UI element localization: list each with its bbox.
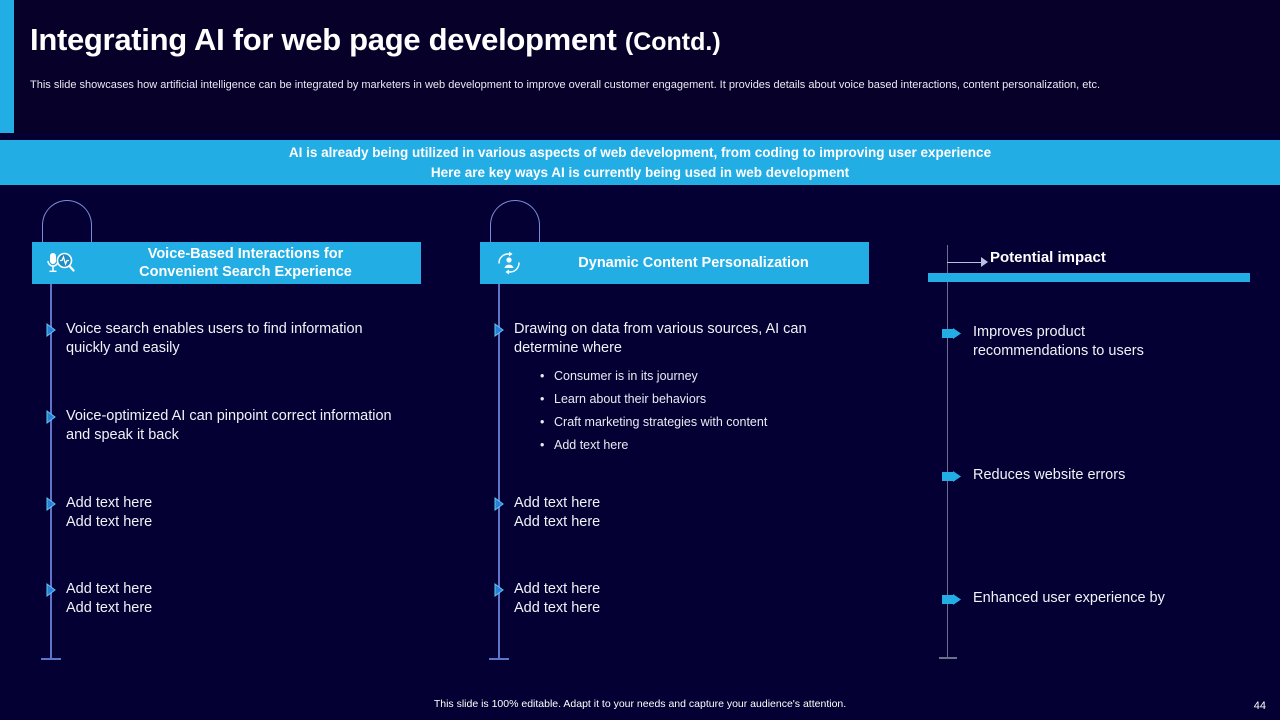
list-item: Add text here Add text here [494,580,600,618]
list-item: Voice search enables users to find infor… [46,320,396,358]
microphone-search-icon [40,246,82,280]
header-band [0,0,1280,133]
impact-arrow-line [947,262,985,264]
sub-list-item: Learn about their behaviors [540,388,767,411]
chevron-bullet-icon [494,323,506,337]
banner-line-1: AI is already being utilized in various … [288,144,992,160]
arch-connector [490,200,540,246]
list-item: Drawing on data from various sources, AI… [494,320,844,358]
sub-list-item: Craft marketing strategies with content [540,411,767,434]
column-header-voice-label: Voice-Based Interactions for Convenient … [82,245,421,281]
square-arrow-bullet-icon [942,470,964,483]
square-arrow-bullet-icon [942,593,964,606]
header-accent-bar [0,0,14,133]
column-header-voice[interactable]: Voice-Based Interactions for Convenient … [32,242,421,284]
chevron-bullet-icon [494,583,506,597]
page-title-suffix: (Contd.) [624,28,721,56]
chevron-bullet-icon [494,497,506,511]
chevron-bullet-icon [46,410,58,424]
impact-spine-foot [939,657,957,659]
page-number: 44 [1253,700,1266,712]
arrow-right-icon [981,257,988,267]
column-spine-foot [41,658,61,660]
list-item: Reduces website errors [942,466,1125,485]
list-item-text: Voice-optimized AI can pinpoint correct … [66,408,392,443]
list-item-text: Voice search enables users to find infor… [66,321,363,356]
sub-list: Consumer is in its journey Learn about t… [540,365,767,457]
list-item-text: Add text here Add text here [66,581,153,616]
column-header-dynamic-label: Dynamic Content Personalization [578,255,809,271]
key-message-banner: AI is already being utilized in various … [0,140,1280,185]
list-item-text: Enhanced user experience by [973,590,1165,606]
sub-list-item: Add text here [540,434,767,457]
column-header-dynamic[interactable]: Dynamic Content Personalization [480,242,869,284]
list-item-text: Add text here Add text here [514,581,601,616]
arch-connector [42,200,92,246]
banner-line-2: Here are key ways AI is currently being … [430,164,850,180]
impact-accent-bar [928,273,1250,282]
column-spine [50,244,52,660]
list-item-text: Reduces website errors [973,467,1126,483]
impact-title: Potential impact [990,249,1106,266]
user-refresh-icon [488,246,530,280]
column-header-voice-line1: Voice-Based Interactions for [147,246,344,262]
list-item: Add text here Add text here [46,494,152,532]
impact-spine [947,245,949,659]
list-item: Add text here Add text here [46,580,152,618]
list-item-text: Add text here Add text here [66,495,153,530]
chevron-bullet-icon [46,497,58,511]
column-spine [498,244,500,660]
list-item: Voice-optimized AI can pinpoint correct … [46,407,396,445]
column-header-voice-line2: Convenient Search Experience [139,264,352,280]
page-subtitle: This slide showcases how artificial inte… [30,79,1101,91]
footer-note: This slide is 100% editable. Adapt it to… [433,698,847,710]
square-arrow-bullet-icon [942,327,964,340]
list-item: Add text here Add text here [494,494,600,532]
column-spine-foot [489,658,509,660]
list-item-text: Drawing on data from various sources, AI… [514,321,807,356]
chevron-bullet-icon [46,323,58,337]
list-item-text: Add text here Add text here [514,495,601,530]
page-title-main: Integrating AI for web page development [30,22,617,57]
chevron-bullet-icon [46,583,58,597]
list-item: Enhanced user experience by [942,589,1165,608]
sub-list-item: Consumer is in its journey [540,365,767,388]
list-item-text: Improves product recommendations to user… [973,324,1144,359]
list-item: Improves product recommendations to user… [942,323,1203,361]
page-title: Integrating AI for web page development … [30,22,721,58]
